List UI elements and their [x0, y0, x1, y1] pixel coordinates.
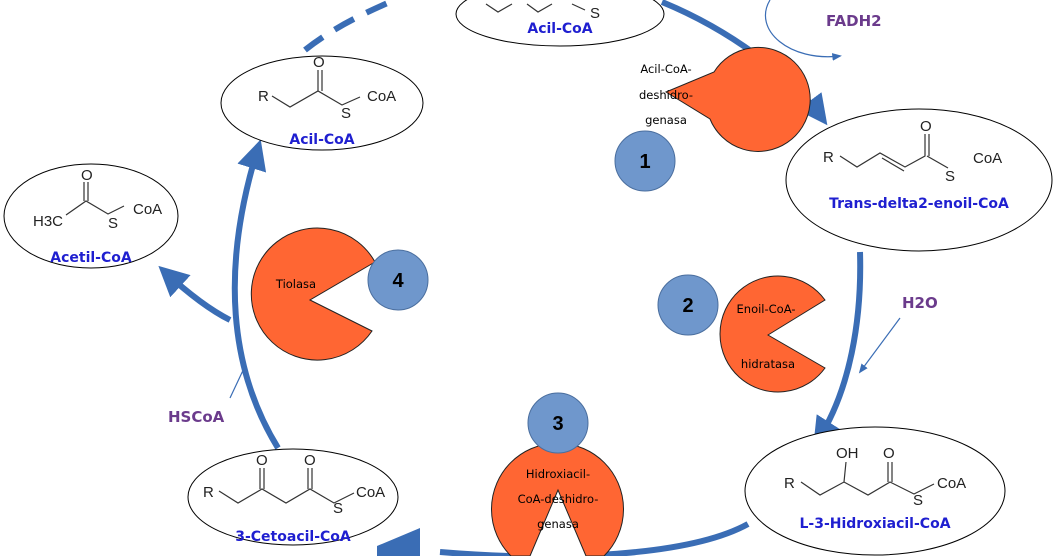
- compound-name-cetoacil: 3-Cetoacil-CoA: [235, 529, 351, 545]
- enzyme-1-line-1: Acil-CoA-: [640, 62, 691, 76]
- cofactor-h2o: H2O: [902, 294, 938, 312]
- chem-o: O: [81, 167, 93, 184]
- chem-r: R: [258, 88, 269, 105]
- compound-name-hidroxiacil: L-3-Hidroxiacil-CoA: [799, 516, 950, 532]
- fadh2-curl-arrow: [764, 0, 842, 61]
- dashed-arrow-entry: [303, 0, 392, 53]
- chem-r: R: [823, 149, 834, 166]
- compound-acetil-coa: H3C O S CoA Acetil-CoA: [3, 163, 179, 269]
- chem-o: O: [920, 118, 932, 135]
- chem-r: R: [784, 475, 795, 492]
- chem-o: O: [883, 445, 895, 462]
- compound-name-trans-enoil: Trans-delta2-enoil-CoA: [829, 196, 1009, 212]
- chem-o: O: [256, 452, 268, 469]
- chem-coa: CoA: [356, 484, 385, 501]
- chem-r: R: [203, 484, 214, 501]
- enzyme-3-line-3: genasa: [537, 517, 579, 531]
- step-2-circle: [657, 274, 719, 336]
- enzyme-2-line-1: Enoil-CoA-: [737, 302, 796, 316]
- enzyme-4: Tiolasa 4: [250, 227, 429, 361]
- chem-coa: CoA: [367, 88, 396, 105]
- compound-cetoacil-coa: R O O S CoA 3-Cetoacil-CoA: [187, 448, 399, 546]
- enzyme-3-line-1: Hidroxiacil-: [526, 467, 590, 481]
- cofactor-hscoa: HSCoA: [168, 408, 225, 426]
- chem-coa: CoA: [973, 150, 1002, 167]
- h2o-arrow: [858, 317, 901, 374]
- arrow-step-4: [231, 139, 281, 450]
- step-1-number: 1: [639, 151, 650, 173]
- cofactor-fadh2: FADH2: [826, 12, 882, 30]
- enzyme-1-shape: [664, 46, 811, 152]
- arrow-step-2: [813, 251, 864, 448]
- chem-s: S: [108, 215, 118, 232]
- compound-acil-coa-top: S Acil-CoA: [455, 0, 665, 47]
- enzyme-1-line-2: deshidro-: [639, 88, 693, 102]
- compound-name-acil-coa-top: Acil-CoA: [527, 21, 592, 37]
- chem-s-top: S: [590, 5, 600, 22]
- cycle-arrows: [158, 0, 864, 556]
- compound-name-acetil-coa: Acetil-CoA: [50, 250, 132, 266]
- enzyme-3: Hidroxiacil- CoA-deshidro- genasa 3: [491, 392, 624, 556]
- enzyme-1-line-3: genasa: [645, 113, 687, 127]
- compound-hidroxiacil-coa: R OH O S CoA L-3-Hidroxiacil-CoA: [744, 426, 1006, 556]
- arrow-to-acetil: [158, 265, 232, 323]
- chem-coa: CoA: [133, 201, 162, 218]
- chem-oh: OH: [836, 445, 859, 462]
- cofactor-arrows: [229, 0, 901, 399]
- step-3-number: 3: [552, 413, 563, 435]
- chem-s: S: [333, 500, 343, 517]
- chem-s: S: [945, 168, 955, 185]
- compound-name-acil-coa-left: Acil-CoA: [289, 132, 354, 148]
- enzyme-4-shape: [250, 227, 376, 361]
- step-4-number: 4: [392, 270, 404, 292]
- step-1-circle: [614, 130, 676, 192]
- enzyme-2-line-2: hidratasa: [741, 357, 795, 371]
- chem-o: O: [304, 452, 316, 469]
- hscoa-arrow: [229, 363, 247, 399]
- chem-h3c: H3C: [33, 213, 63, 230]
- arrow-head-to-cetoacil: [377, 528, 420, 556]
- enzyme-3-shape: [525, 490, 590, 556]
- chem-o: O: [313, 54, 325, 71]
- enzyme-4-label: Tiolasa: [275, 277, 316, 291]
- chem-s: S: [341, 105, 351, 122]
- enzyme-2: Enoil-CoA- hidratasa 2: [657, 274, 826, 393]
- chem-coa: CoA: [937, 475, 966, 492]
- step-3-circle: [527, 392, 589, 454]
- arrow-step-3: [439, 521, 750, 556]
- enzyme-1: Acil-CoA- deshidro- genasa 1: [614, 46, 811, 192]
- step-4-circle: [367, 249, 429, 311]
- enzyme-2-shape: [719, 275, 826, 393]
- enzyme-3-line-2: CoA-deshidro-: [518, 492, 599, 506]
- compound-acil-coa-left: R O S CoA Acil-CoA: [220, 54, 424, 151]
- step-2-number: 2: [682, 295, 693, 317]
- chem-s: S: [913, 492, 923, 509]
- compound-trans-enoil-coa: R O S CoA Trans-delta2-enoil-CoA: [785, 108, 1053, 252]
